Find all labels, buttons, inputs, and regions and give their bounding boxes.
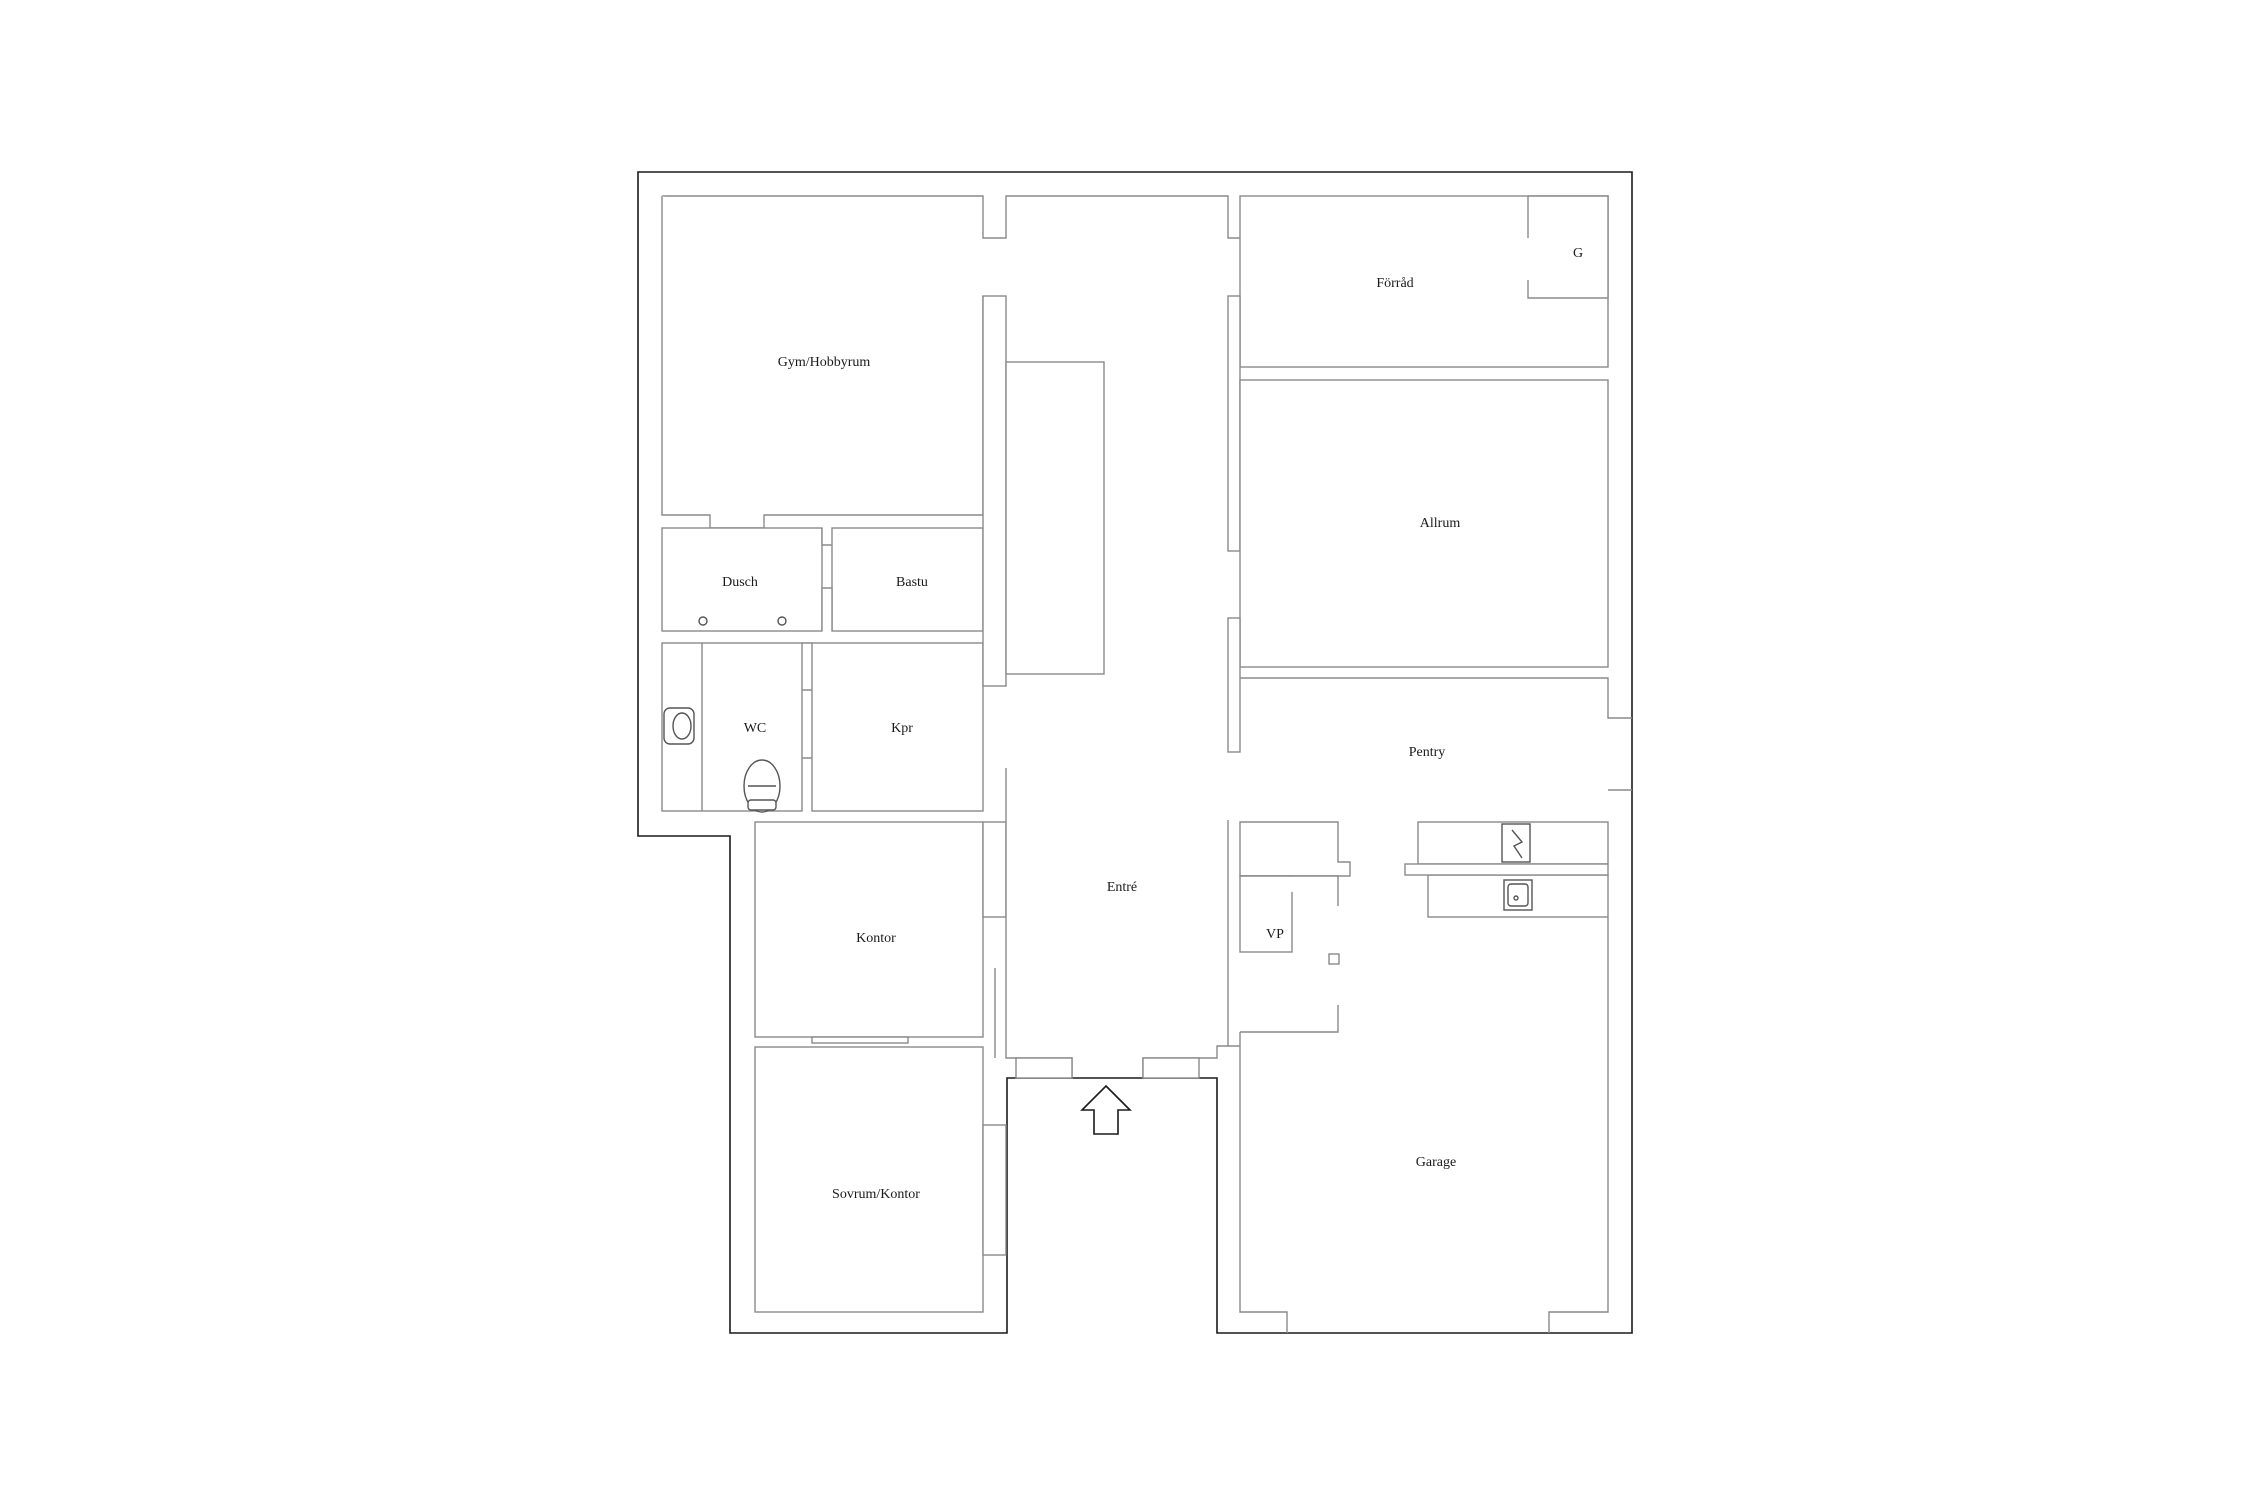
entrance-arrow-icon	[1080, 1084, 1132, 1135]
label-garage: Garage	[1416, 1155, 1456, 1170]
label-wc: WC	[744, 721, 767, 736]
kontor-closet-slide	[811, 1036, 909, 1044]
wc-kpr-divider	[802, 642, 812, 759]
label-entre: Entré	[1107, 880, 1137, 895]
label-vp: VP	[1266, 927, 1284, 942]
garage-room	[1239, 917, 1609, 1333]
bastu-room	[831, 527, 984, 632]
vp-area	[1240, 875, 1339, 1033]
toilet-icon	[743, 759, 781, 813]
allrum-room	[1239, 379, 1609, 668]
corridor-wall-upper	[1227, 295, 1241, 552]
kontor-door-slide	[982, 821, 1007, 918]
shower-head-icon	[698, 616, 787, 626]
vp-closet	[1239, 821, 1351, 877]
label-kontor: Kontor	[856, 931, 896, 946]
label-pentry: Pentry	[1409, 745, 1446, 760]
label-dusch: Dusch	[722, 575, 758, 590]
label-g: G	[1573, 246, 1583, 261]
pentry-divider	[1404, 863, 1609, 876]
label-gym: Gym/Hobbyrum	[778, 355, 871, 370]
vp-post	[1328, 953, 1340, 965]
g-room	[1527, 195, 1609, 299]
sink-icon	[1503, 879, 1533, 911]
label-sovrum: Sovrum/Kontor	[832, 1187, 920, 1202]
garage-top	[1228, 1032, 1241, 1047]
entre-step-left	[1015, 1057, 1073, 1079]
gym-room-wall	[662, 195, 1240, 239]
stove-icon	[1501, 823, 1531, 863]
label-kpr: Kpr	[891, 721, 913, 736]
staircase	[982, 295, 1105, 687]
sovrum-room	[754, 1046, 984, 1313]
sovrum-closet	[982, 1124, 1007, 1256]
label-forrad: Förråd	[1376, 276, 1413, 291]
pentry-area	[1240, 677, 1632, 791]
kpr-room	[811, 642, 984, 812]
label-allrum: Allrum	[1420, 516, 1461, 531]
label-bastu: Bastu	[896, 575, 928, 590]
dusch-bastu-divider	[821, 528, 833, 631]
dusch-room	[661, 527, 823, 632]
kontor-room	[754, 821, 984, 1038]
sink-icon-wc	[663, 707, 695, 745]
entre-step-right	[1142, 1057, 1200, 1079]
corridor-wall-lower	[1227, 617, 1241, 753]
